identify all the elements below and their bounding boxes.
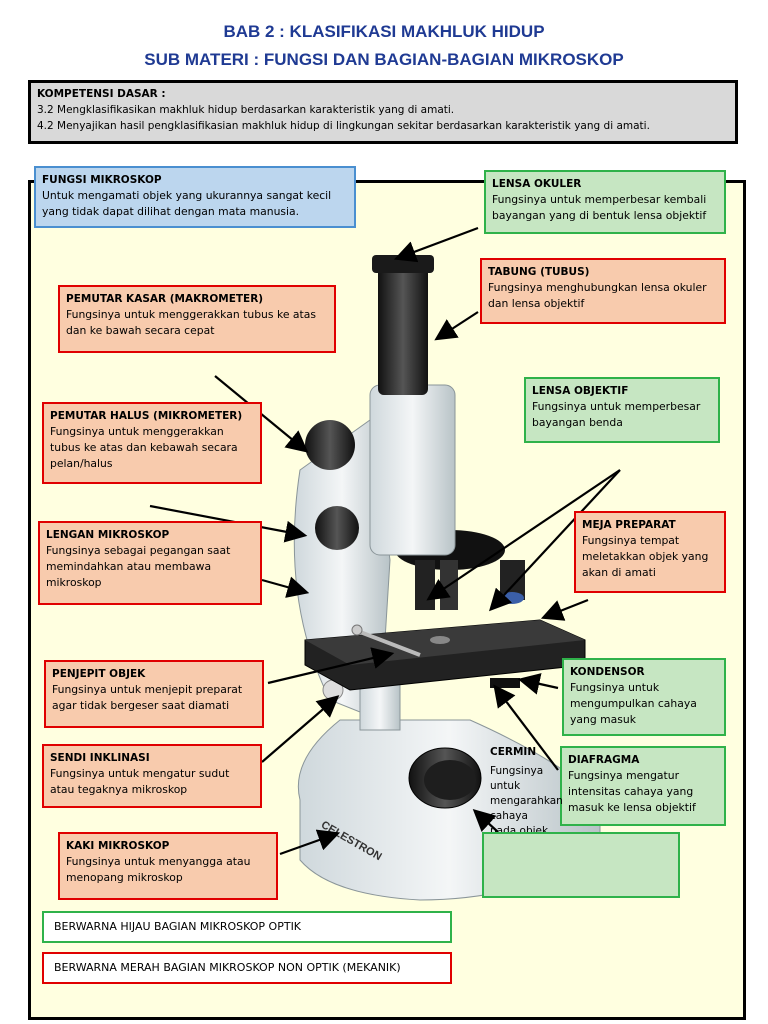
box-title: PEMUTAR KASAR (MAKROMETER) <box>66 293 264 305</box>
fungsi-mikroskop-box: FUNGSI MIKROSKOP Untuk mengamati objek y… <box>34 166 356 228</box>
cermin-title: CERMIN <box>490 746 537 758</box>
meja-preparat-box: MEJA PREPARAT Fungsinya tempat meletakka… <box>574 511 726 593</box>
box-title: PENJEPIT OBJEK <box>52 668 146 680</box>
pemutar-halus-box: PEMUTAR HALUS (MIKROMETER) Fungsinya unt… <box>42 402 262 484</box>
box-text: Fungsinya menghubungkan lensa okuler dan… <box>488 281 707 310</box>
box-text: Fungsinya untuk memperbesar bayangan ben… <box>532 400 701 429</box>
box-title: LENSA OKULER <box>492 178 582 190</box>
box-text: Fungsinya untuk menggerakkan tubus ke at… <box>50 425 238 470</box>
kaki-mikroskop-box: KAKI MIKROSKOP Fungsinya untuk menyangga… <box>58 832 278 900</box>
box-title: PEMUTAR HALUS (MIKROMETER) <box>50 410 243 422</box>
kondensor-box: KONDENSOR Fungsinya untuk mengumpulkan c… <box>562 658 726 736</box>
sendi-inklinasi-box: SENDI INKLINASI Fungsinya untuk mengatur… <box>42 744 262 808</box>
box-title: TABUNG (TUBUS) <box>488 266 590 278</box>
box-text: Fungsinya untuk menjepit preparat agar t… <box>52 683 243 712</box>
box-title: DIAFRAGMA <box>568 754 640 766</box>
kompetensi-item: 3.2 Mengklasifikasikan makhluk hidup ber… <box>37 104 455 116</box>
kompetensi-title: KOMPETENSI DASAR : <box>37 88 166 100</box>
legend-red: BERWARNA MERAH BAGIAN MIKROSKOP NON OPTI… <box>42 952 452 984</box>
cermin-text: Fungsinya untuk mengarahkan cahaya pada … <box>490 765 563 837</box>
box-text: Fungsinya sebagai pegangan saat memindah… <box>46 544 231 589</box>
box-title: LENGAN MIKROSKOP <box>46 529 170 541</box>
box-text: Fungsinya tempat meletakkan objek yang a… <box>582 534 709 579</box>
box-title: MEJA PREPARAT <box>582 519 676 531</box>
box-title: FUNGSI MIKROSKOP <box>42 174 162 186</box>
box-title: SENDI INKLINASI <box>50 752 150 764</box>
box-text: Fungsinya untuk menggerakkan tubus ke at… <box>66 308 316 337</box>
page-title: BAB 2 : KLASIFIKASI MAKHLUK HIDUP <box>223 22 545 41</box>
page-subtitle: SUB MATERI : FUNGSI DAN BAGIAN-BAGIAN MI… <box>144 50 624 69</box>
kompetensi-box: KOMPETENSI DASAR : 3.2 Mengklasifikasika… <box>28 80 738 144</box>
kompetensi-item: 4.2 Menyajikan hasil pengklasifikasian m… <box>37 120 650 132</box>
box-text: Fungsinya untuk mengumpulkan cahaya yang… <box>570 681 697 726</box>
box-text: Untuk mengamati objek yang ukurannya san… <box>42 189 332 218</box>
legend-green: BERWARNA HIJAU BAGIAN MIKROSKOP OPTIK <box>42 911 452 943</box>
box-title: KONDENSOR <box>570 666 645 678</box>
pemutar-kasar-box: PEMUTAR KASAR (MAKROMETER) Fungsinya unt… <box>58 285 336 353</box>
lensa-objektif-box: LENSA OBJEKTIF Fungsinya untuk memperbes… <box>524 377 720 443</box>
cermin-box <box>482 832 680 898</box>
box-text: Fungsinya untuk mengatur sudut atau tega… <box>50 767 230 796</box>
box-text: Fungsinya untuk menyangga atau menopang … <box>66 855 251 884</box>
box-title: KAKI MIKROSKOP <box>66 840 170 852</box>
box-title: LENSA OBJEKTIF <box>532 385 629 397</box>
lengan-box: LENGAN MIKROSKOP Fungsinya sebagai pegan… <box>38 521 262 605</box>
box-text: Fungsinya mengatur intensitas cahaya yan… <box>568 769 696 814</box>
lensa-okuler-box: LENSA OKULER Fungsinya untuk memperbesar… <box>484 170 726 234</box>
penjepit-objek-box: PENJEPIT OBJEK Fungsinya untuk menjepit … <box>44 660 264 728</box>
tabung-box: TABUNG (TUBUS) Fungsinya menghubungkan l… <box>480 258 726 324</box>
diafragma-box: DIAFRAGMA Fungsinya mengatur intensitas … <box>560 746 726 826</box>
box-text: Fungsinya untuk memperbesar kembali baya… <box>492 193 707 222</box>
